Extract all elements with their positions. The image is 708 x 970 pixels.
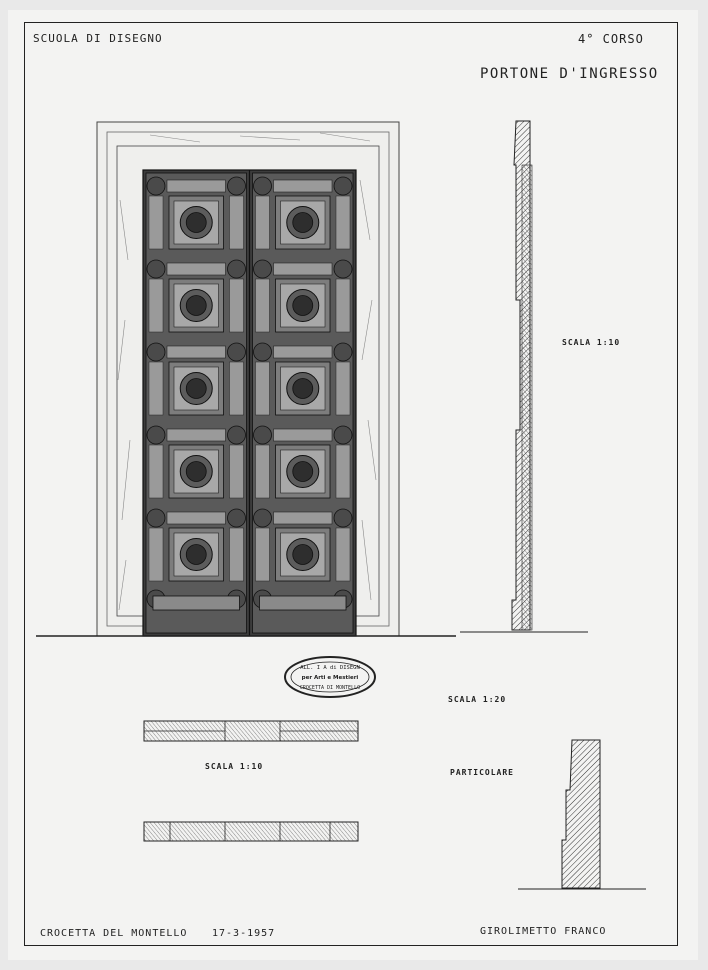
- door-stile: [229, 278, 244, 333]
- door-stile: [148, 278, 164, 333]
- panel-rosette-center: [185, 378, 207, 399]
- footer-date: 17-3-1957: [212, 928, 276, 939]
- course-label: 4° CORSO: [578, 32, 644, 46]
- corner-boss: [253, 425, 272, 445]
- corner-boss: [333, 508, 353, 528]
- drawing-border: [24, 22, 678, 946]
- panel-rosette-center: [292, 378, 314, 399]
- panel-rosette-center: [185, 295, 207, 316]
- door-stile: [335, 361, 351, 416]
- corner-boss: [146, 508, 166, 528]
- door-side-section: [511, 120, 533, 631]
- door-stile: [335, 195, 351, 250]
- door-stile: [335, 527, 351, 582]
- door-stile: [229, 361, 244, 416]
- detail-label: PARTICOLARE: [450, 768, 514, 777]
- door-rail: [273, 262, 333, 276]
- corner-boss: [333, 425, 353, 445]
- corner-boss: [333, 176, 353, 196]
- door-stile: [148, 361, 164, 416]
- door-rail: [273, 511, 333, 525]
- plan-section-bottom: [143, 821, 359, 842]
- corner-boss: [253, 342, 272, 362]
- panel-rosette-center: [292, 295, 314, 316]
- corner-boss: [146, 342, 166, 362]
- corner-boss: [253, 176, 272, 196]
- door-stile: [255, 527, 270, 582]
- door-rail: [166, 262, 226, 276]
- svg-text:ALL. I A di DISEGN: ALL. I A di DISEGN: [300, 665, 360, 671]
- corner-boss: [227, 342, 246, 362]
- door-stile: [229, 444, 244, 499]
- scale-side-label: SCALA 1:10: [562, 338, 621, 347]
- corner-boss: [333, 342, 353, 362]
- door-rail: [273, 428, 333, 442]
- door-stile: [335, 278, 351, 333]
- footer-author: GIROLIMETTO FRANCO: [480, 926, 607, 937]
- door-rail: [166, 428, 226, 442]
- door-stile: [255, 195, 270, 250]
- svg-text:CROCETTA DI MONTELLO: CROCETTA DI MONTELLO: [300, 685, 360, 691]
- drawing-title: PORTONE D'INGRESSO: [480, 66, 659, 82]
- corner-boss: [146, 176, 166, 196]
- detail-section: [518, 739, 646, 890]
- corner-boss: [227, 425, 246, 445]
- scale-main-label: SCALA 1:20: [448, 695, 507, 704]
- door-stile: [148, 195, 164, 250]
- door-leaves: [142, 169, 357, 637]
- panel-rosette-center: [292, 461, 314, 482]
- door-kick-panel: [259, 595, 347, 611]
- corner-boss: [253, 259, 272, 279]
- corner-boss: [146, 425, 166, 445]
- door-stile: [148, 444, 164, 499]
- footer-place: CROCETTA DEL MONTELLO: [40, 928, 188, 939]
- door-stile: [229, 195, 244, 250]
- school-stamp: ALL. I A di DISEGN per Arti e Mestieri C…: [284, 656, 376, 698]
- panel-rosette-center: [292, 212, 314, 233]
- panel-rosette-center: [185, 212, 207, 233]
- door-stile: [148, 527, 164, 582]
- door-stile: [255, 361, 270, 416]
- plan-section-top: [143, 720, 359, 742]
- scale-plan-label: SCALA 1:10: [205, 762, 264, 771]
- svg-text:per Arti e Mestieri: per Arti e Mestieri: [302, 675, 359, 681]
- door-rail: [273, 179, 333, 193]
- door-stile: [229, 527, 244, 582]
- door-kick-panel: [152, 595, 240, 611]
- panel-rosette-center: [292, 544, 314, 565]
- door-stile: [255, 444, 270, 499]
- panel-rosette-center: [185, 544, 207, 565]
- corner-boss: [227, 176, 246, 196]
- corner-boss: [253, 508, 272, 528]
- door-rail: [166, 511, 226, 525]
- panel-rosette-center: [185, 461, 207, 482]
- door-rail: [166, 345, 226, 359]
- corner-boss: [227, 508, 246, 528]
- door-rail: [166, 179, 226, 193]
- door-stile: [255, 278, 270, 333]
- door-stile: [335, 444, 351, 499]
- corner-boss: [146, 259, 166, 279]
- corner-boss: [227, 259, 246, 279]
- door-rail: [273, 345, 333, 359]
- corner-boss: [333, 259, 353, 279]
- school-title: SCUOLA DI DISEGNO: [33, 32, 163, 45]
